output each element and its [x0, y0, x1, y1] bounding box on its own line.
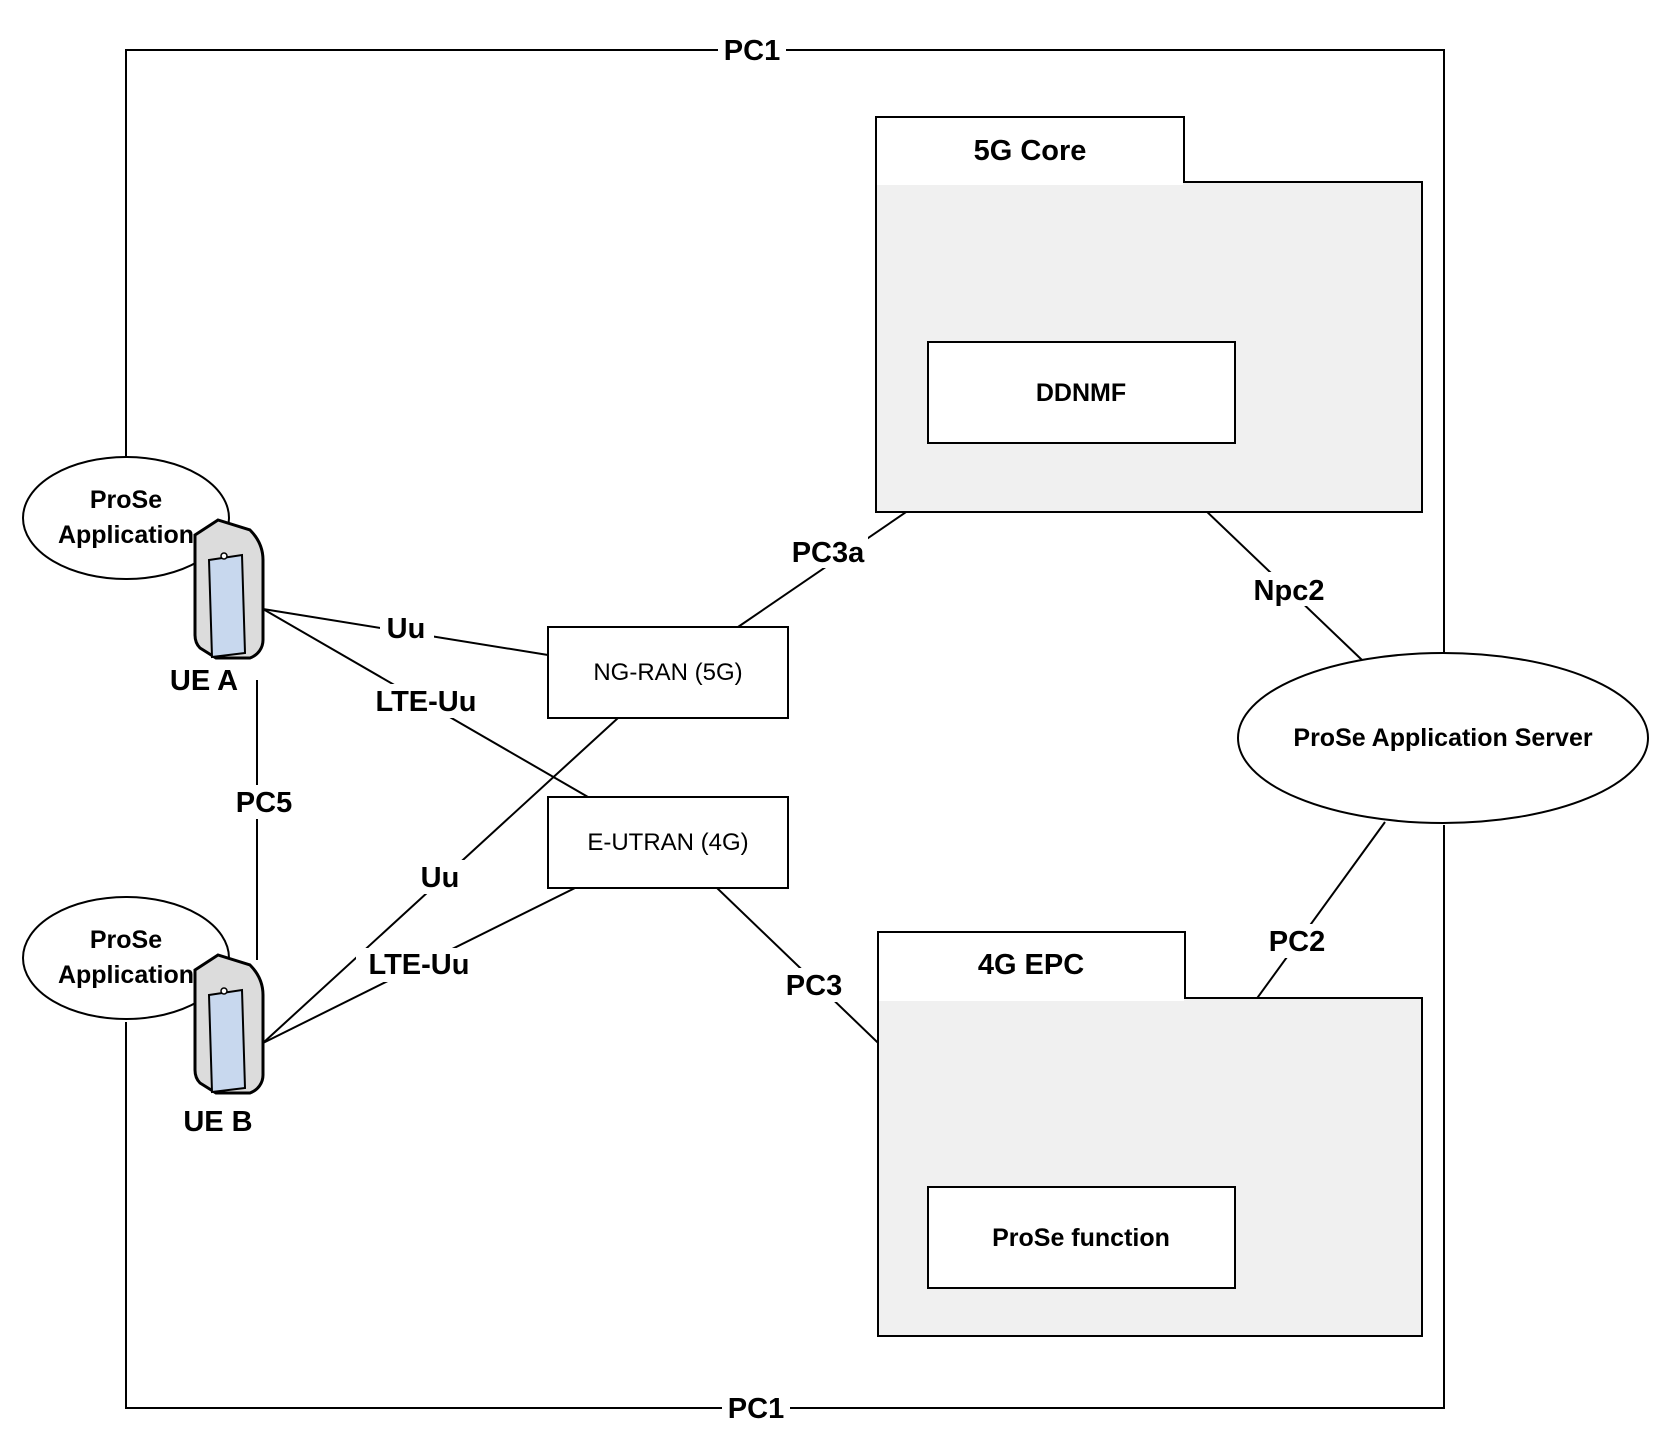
e-utran-node: E-UTRAN (4G): [547, 796, 789, 889]
pc3a-label: PC3a: [792, 537, 865, 569]
prose-app-server-node: ProSe Application Server: [1237, 652, 1649, 824]
ng-ran-label: NG-RAN (5G): [593, 659, 742, 686]
prose-app-b-line1: ProSe: [90, 926, 162, 954]
ue-b-label: UE B: [183, 1106, 252, 1138]
pc5-label: PC5: [236, 787, 292, 819]
uu-b-label: Uu: [421, 862, 460, 894]
pc2-label: PC2: [1269, 926, 1325, 958]
lte-uu-b-label: LTE-Uu: [369, 949, 470, 981]
npc2-label: Npc2: [1254, 575, 1325, 607]
pc1-bottom-label: PC1: [728, 1393, 784, 1425]
ue-a-label: UE A: [170, 665, 238, 697]
prose-app-b-line2: Application: [58, 961, 194, 989]
prose-app-server-label: ProSe Application Server: [1293, 724, 1592, 752]
prose-function-node: ProSe function: [927, 1186, 1236, 1289]
epc-4g-tab: [877, 931, 1186, 1003]
uu-a-label: Uu: [387, 613, 426, 645]
ue-b-phone-icon: [193, 953, 265, 1095]
core-5g-block: 5G Core: [875, 116, 1423, 513]
ng-ran-node: NG-RAN (5G): [547, 626, 789, 719]
ddnmf-node: DDNMF: [927, 341, 1236, 444]
lte-uu-a-label: LTE-Uu: [376, 686, 477, 718]
prose-app-a-line1: ProSe: [90, 486, 162, 514]
epc-4g-label: 4G EPC: [978, 949, 1084, 981]
e-utran-label: E-UTRAN (4G): [587, 829, 748, 856]
core-5g-label: 5G Core: [974, 135, 1087, 167]
ddnmf-label: DDNMF: [1036, 379, 1126, 407]
ue-a-phone-icon: [193, 518, 265, 660]
prose-app-a-line2: Application: [58, 521, 194, 549]
pc1-top-label: PC1: [724, 35, 780, 67]
prose-app-a: ProSe Application: [22, 456, 230, 580]
pc3-label: PC3: [786, 970, 842, 1002]
core-5g-tab: [875, 116, 1185, 187]
prose-function-label: ProSe function: [992, 1224, 1170, 1252]
prose-app-b: ProSe Application: [22, 896, 230, 1020]
